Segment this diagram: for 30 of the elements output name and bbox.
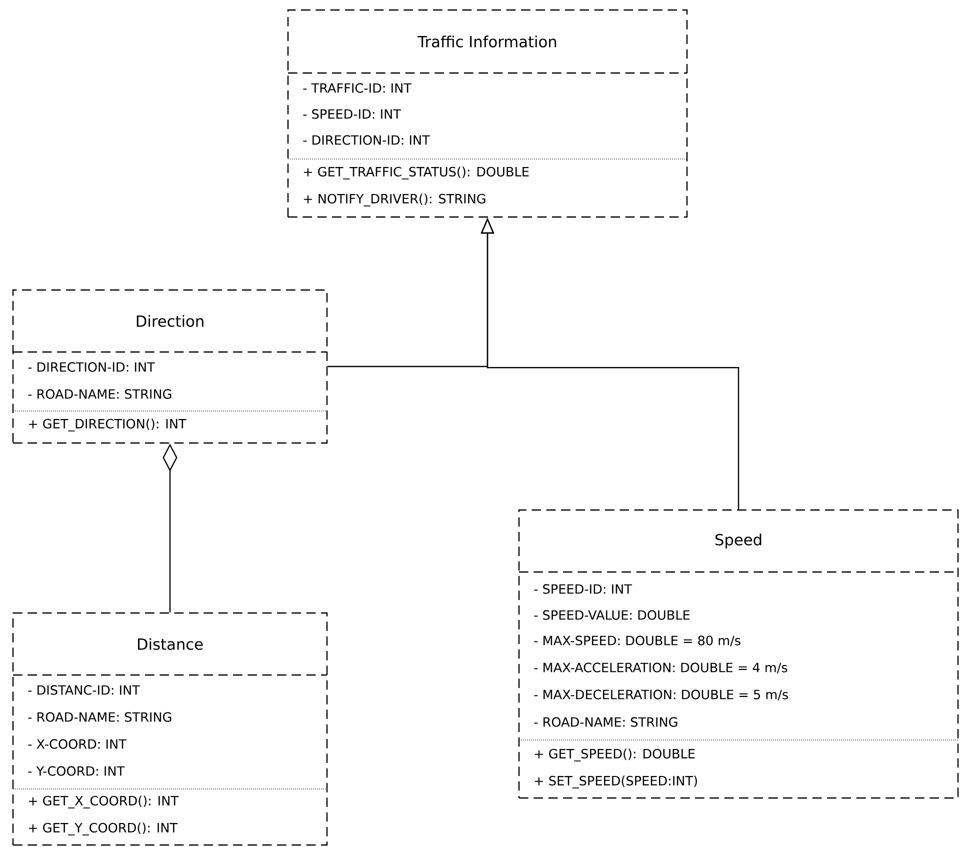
class-box: [12, 289, 328, 444]
class-name: Speed: [715, 534, 762, 548]
attribute-text: - MAX-ACCELERATION: DOUBLE = 4 m/s: [534, 662, 788, 674]
method-text: + GET_Y_COORD(): INT: [28, 822, 178, 836]
class-name: Distance: [138, 638, 203, 650]
attribute-text: - DISTANC-ID: INT: [28, 685, 140, 695]
attribute-text: - SPEED-ID: INT: [534, 584, 632, 594]
method-text: + GET_DIRECTION(): INT: [28, 418, 186, 432]
attribute-text: - ROAD-NAME: STRING: [28, 712, 172, 722]
method-text: + GET_TRAFFIC_STATUS(): DOUBLE: [304, 166, 529, 180]
class-box: [287, 9, 688, 218]
method-text: + SET_SPEED(SPEED:INT): [534, 776, 697, 788]
class-name: Traffic Information: [418, 36, 556, 48]
attribute-text: - SPEED-VALUE: DOUBLE: [534, 610, 690, 620]
attribute-text: - SPEED-ID: INT: [303, 109, 402, 119]
attribute-text: - ROAD-NAME: STRING: [534, 717, 678, 727]
attribute-text: - DIRECTION-ID: INT: [28, 362, 155, 372]
attribute-text: - DIRECTION-ID: INT: [303, 135, 430, 145]
attribute-text: - TRAFFIC-ID: INT: [303, 83, 412, 93]
class-box: [12, 612, 328, 846]
method-text: + GET_X_COORD(): INT: [28, 796, 179, 808]
attribute-text: - X-COORD: INT: [28, 739, 126, 749]
attribute-text: - ROAD-NAME: STRING: [28, 389, 172, 399]
attribute-text: - MAX-SPEED: DOUBLE = 80 m/s: [534, 636, 740, 646]
attribute-text: - MAX-DECELERATION: DOUBLE = 5 m/s: [534, 690, 788, 700]
method-text: + GET_SPEED(): DOUBLE: [534, 748, 695, 762]
class-name: Direction: [136, 315, 204, 327]
attribute-text: - Y-COORD: INT: [28, 766, 125, 776]
method-text: + NOTIFY_DRIVER(): STRING: [304, 194, 486, 206]
class-box: [518, 509, 959, 799]
